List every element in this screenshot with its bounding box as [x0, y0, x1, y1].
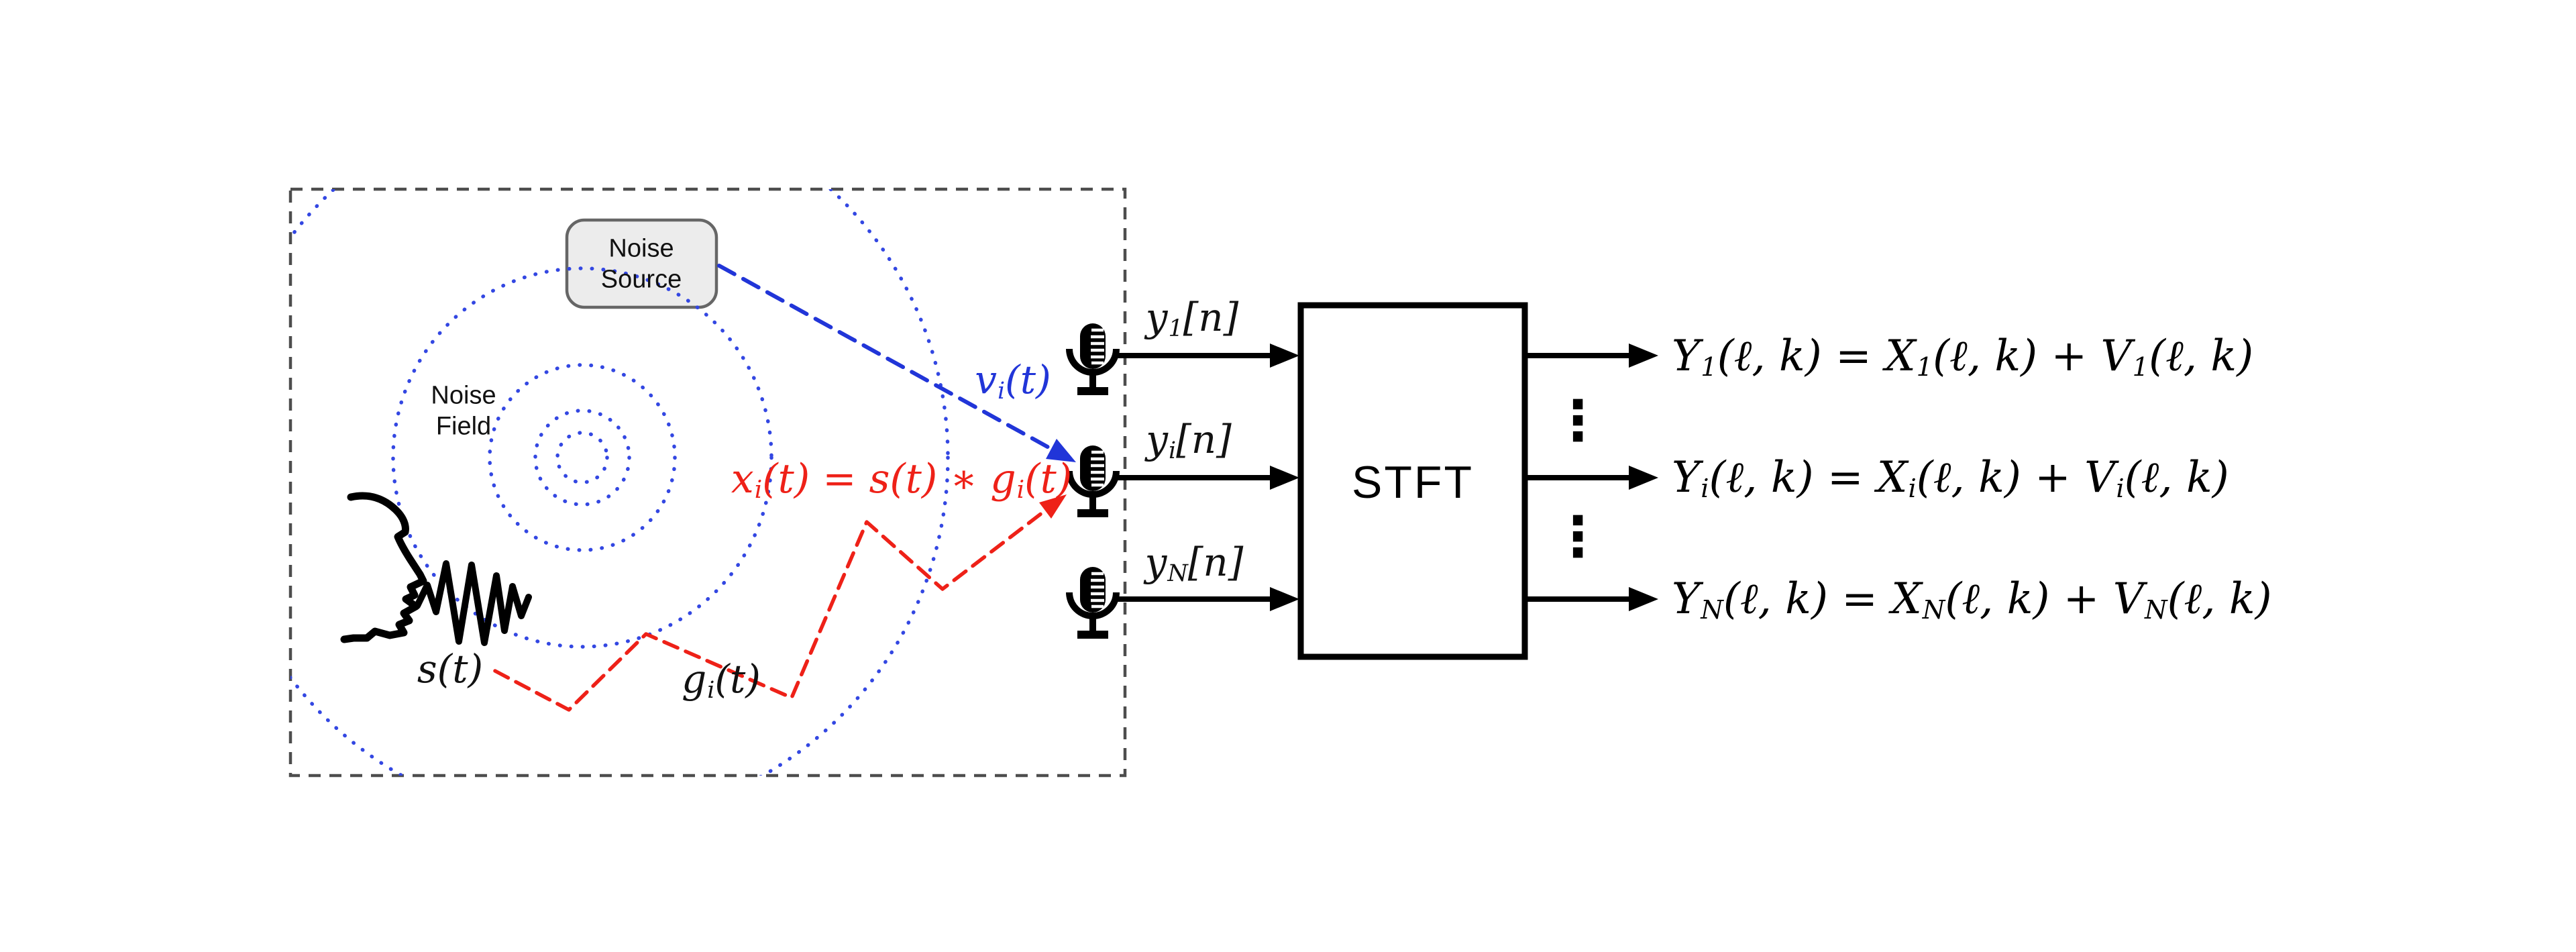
room-boundary [288, 187, 1127, 778]
stft-output-arrows [1525, 343, 1658, 611]
noise-wavefront-rings-icon [290, 189, 950, 776]
speech-waveform-icon [414, 560, 532, 646]
microphone-N-icon [1069, 567, 1116, 639]
microphone-i-icon [1069, 445, 1116, 517]
mic-to-stft-arrows [1116, 343, 1299, 611]
microphone-1-icon [1069, 323, 1116, 395]
speech-propagation-path [493, 509, 1047, 712]
stft-block [1297, 302, 1528, 660]
noise-path-arrowhead-icon [1046, 439, 1076, 462]
noise-source-box [565, 218, 718, 309]
speech-path-arrowhead-icon [1039, 494, 1067, 519]
talker-head-icon [340, 492, 427, 643]
noise-propagation-path [717, 264, 1053, 451]
